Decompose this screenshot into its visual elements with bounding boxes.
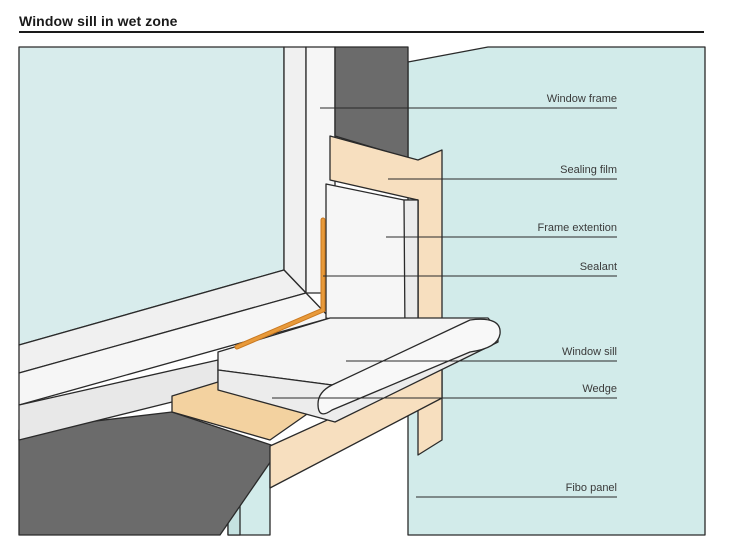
diagram-title: Window sill in wet zone bbox=[19, 13, 178, 29]
label-window-frame: Window frame bbox=[546, 93, 617, 105]
frame-extension-side bbox=[403, 199, 419, 336]
wedge bbox=[171, 381, 321, 441]
frame-vertical bbox=[283, 46, 307, 294]
label-window-sill: Window sill bbox=[561, 346, 617, 358]
label-sealant: Sealant bbox=[579, 261, 617, 273]
label-frame-extension: Frame extention bbox=[537, 222, 617, 234]
dark-floor bbox=[18, 411, 281, 536]
label-sealing-film: Sealing film bbox=[560, 164, 617, 176]
window-sill-nose bbox=[317, 318, 501, 415]
sealing-film bbox=[329, 135, 443, 456]
label-fibo-panel: Fibo panel bbox=[565, 482, 617, 494]
title-underline bbox=[19, 31, 704, 33]
label-wedge: Wedge bbox=[582, 383, 617, 395]
fibo-panel-wall bbox=[407, 46, 706, 536]
